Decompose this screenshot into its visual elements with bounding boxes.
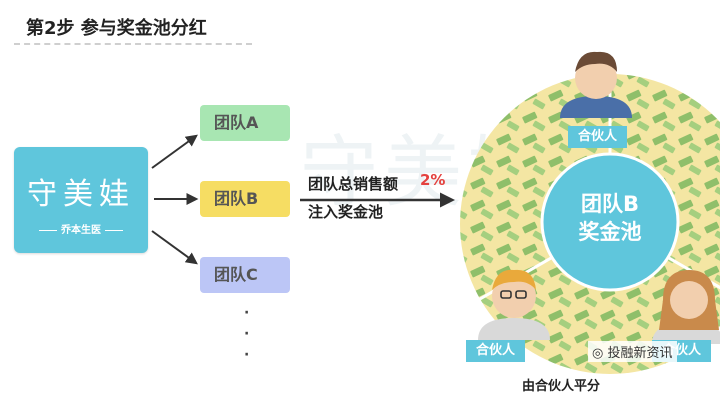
- partner-avatar-left: [478, 269, 550, 340]
- footnote: 由合伙人平分: [522, 379, 601, 394]
- arrow-to-team-c: [151, 230, 198, 265]
- title-divider: [14, 43, 252, 45]
- brand-sub-line-left: [39, 229, 57, 231]
- wechat-watermark-text: 投融新资讯: [607, 346, 673, 361]
- sales-note: 团队总销售额: [308, 175, 399, 193]
- brand-name: 守美娃: [27, 177, 135, 212]
- brand-sub-line-right: [105, 229, 123, 231]
- team-a-box: 团队A: [200, 105, 290, 141]
- partner-avatar-right: [652, 270, 720, 344]
- brand-sub-text: 乔本生医: [61, 225, 101, 236]
- pool-center-circle: [540, 152, 680, 292]
- pool-title-line2: 奖金池: [578, 220, 642, 244]
- partner-label-left: 合伙人: [466, 340, 526, 362]
- pool-injection-note: 注入奖金池: [308, 203, 384, 221]
- percent-value: 2%: [420, 171, 446, 189]
- brand-subtitle: 乔本生医: [28, 221, 134, 236]
- partner-avatar-top: [560, 51, 632, 118]
- pool-title: 团队B 奖金池: [550, 190, 670, 246]
- brand-logo-card: 守美娃 乔本生医: [14, 147, 148, 253]
- wechat-watermark: ◎ 投融新资讯: [588, 341, 677, 362]
- page-title: 第2步 参与奖金池分红: [26, 18, 207, 39]
- arrow-to-team-a: [151, 134, 198, 169]
- team-c-box: 团队C: [200, 257, 290, 293]
- partner-label-top: 合伙人: [568, 126, 628, 148]
- more-teams-ellipsis: · · ·: [244, 305, 250, 363]
- wechat-icon: ◎: [592, 346, 604, 361]
- team-b-box: 团队B: [200, 181, 290, 217]
- pool-title-line1: 团队B: [580, 192, 639, 216]
